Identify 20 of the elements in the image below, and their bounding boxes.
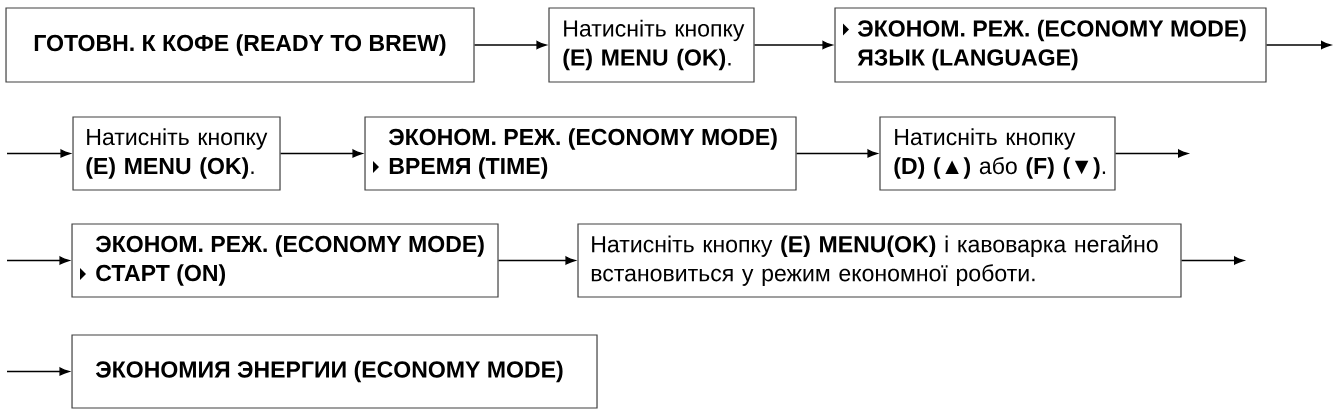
display-box: ЭКОНОМ. РЕЖ. (ECONOMY MODE) ЯЗЫК (LANGUAGE): [834, 7, 1267, 83]
display-box: ГОТОВН. К КОФЕ (READY TO BREW): [5, 7, 475, 83]
arrow: [753, 40, 833, 50]
arrow: [279, 149, 363, 158]
arrow: [6, 367, 70, 376]
arrow: [1114, 149, 1188, 158]
display-box: ЭКОНОМИЯ ЭНЕРГИИ (ECONOMY MODE): [71, 334, 598, 409]
display-box: Натисніть кнопку (E) MENU (OK).: [72, 116, 281, 191]
display-box: Натисніть кнопку (D) (▲) або (F) (▼).: [879, 116, 1116, 191]
arrow: [473, 40, 547, 50]
arrow: [795, 149, 878, 158]
display-box: ЭКОНОМ. РЕЖ. (ECONOMY MODE) СТАРТ (ON): [71, 223, 499, 298]
arrow: [1265, 40, 1331, 50]
display-box: Натисніть кнопку (E) MENU(OK) і кавоварка негайно встановиться у режим економної роботи.: [577, 223, 1182, 298]
arrow: [497, 256, 576, 265]
arrow: [6, 256, 70, 265]
arrow: [6, 149, 71, 158]
arrow: [1180, 256, 1244, 265]
display-box: ЭКОНОМ. РЕЖ. (ECONOMY MODE) ВРЕМЯ (TIME): [364, 116, 797, 191]
display-box: Натисніть кнопку (E) MENU (OK).: [548, 7, 755, 83]
